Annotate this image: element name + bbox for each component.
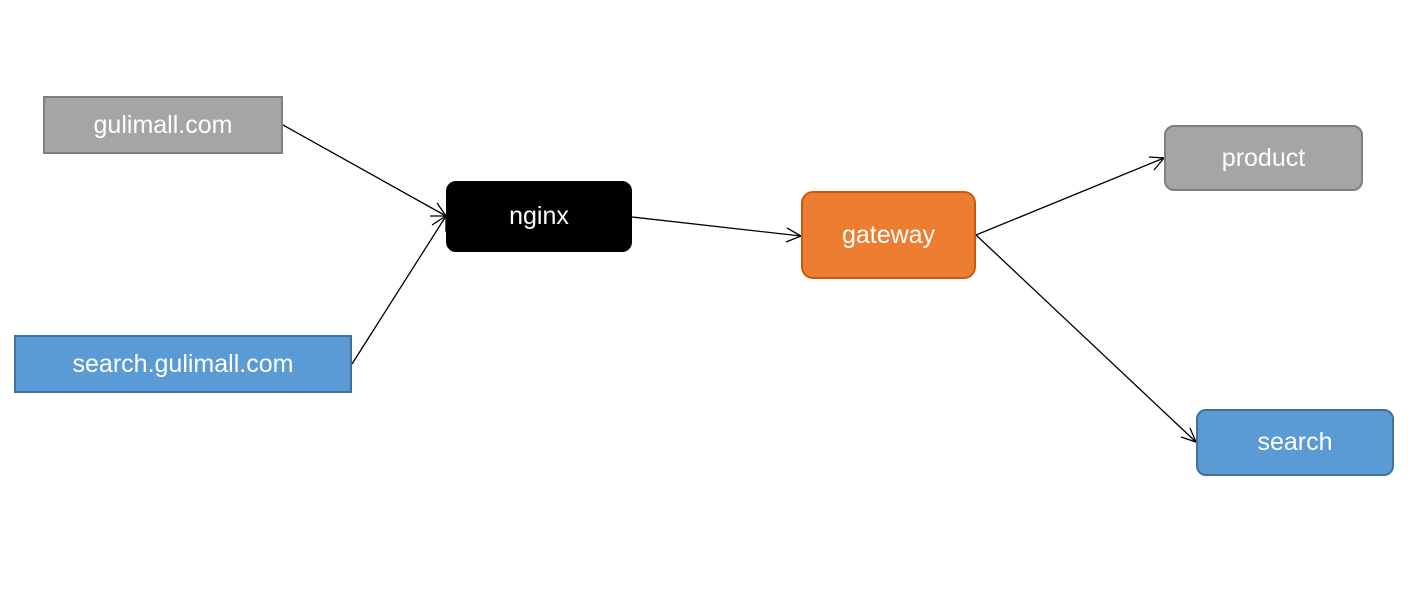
edge-search-domain-to-nginx (351, 214, 447, 365)
node-nginx: nginx (446, 181, 632, 252)
node-product-label: product (1221, 143, 1306, 172)
node-gulimall-com-label: gulimall.com (93, 110, 233, 139)
node-gulimall-com: gulimall.com (43, 96, 283, 154)
node-nginx-label: nginx (509, 202, 569, 230)
node-search-gulimall-com: search.gulimall.com (14, 335, 352, 393)
edge-gateway-to-product (975, 156, 1166, 236)
edge-gulimall-to-nginx (282, 124, 448, 217)
node-gateway: gateway (801, 191, 976, 279)
edge-nginx-to-gateway (631, 216, 803, 243)
edge-gateway-to-search (975, 234, 1198, 444)
node-search: search (1196, 409, 1394, 476)
node-product: product (1164, 125, 1363, 191)
node-search-gulimall-com-label: search.gulimall.com (72, 349, 294, 378)
node-gateway-label: gateway (841, 220, 936, 249)
node-search-label: search (1257, 428, 1333, 456)
